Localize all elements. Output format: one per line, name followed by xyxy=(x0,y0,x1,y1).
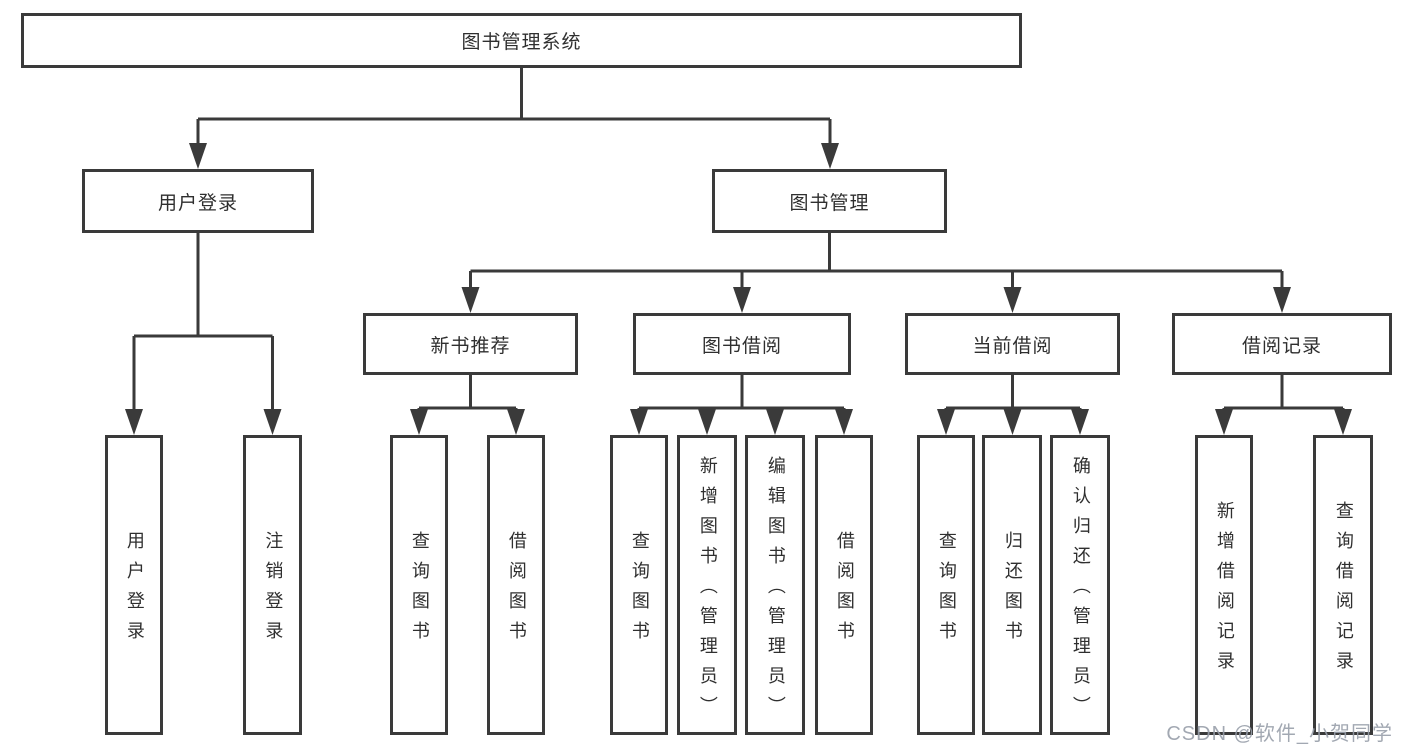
leaf-add-borrow-record-label: 新增借阅记录 xyxy=(1214,501,1235,681)
leaf-borrow-query-books: 查询图书 xyxy=(610,435,668,735)
node-new-book-recommend-label: 新书推荐 xyxy=(430,335,511,357)
node-user-login: 用户登录 xyxy=(82,169,314,233)
leaf-query-borrow-record: 查询借阅记录 xyxy=(1313,435,1373,735)
connectors-new-book xyxy=(410,375,525,435)
leaf-user-login-label: 用户登录 xyxy=(124,531,145,651)
leaf-user-login: 用户登录 xyxy=(105,435,163,735)
node-book-borrow: 图书借阅 xyxy=(633,313,851,375)
node-new-book-recommend: 新书推荐 xyxy=(363,313,578,375)
leaf-recommend-borrow-books-label: 借阅图书 xyxy=(506,531,527,651)
node-user-login-label: 用户登录 xyxy=(157,192,238,214)
leaf-recommend-query-books: 查询图书 xyxy=(390,435,448,735)
leaf-add-borrow-record: 新增借阅记录 xyxy=(1195,435,1253,735)
connectors-root xyxy=(189,68,839,169)
node-book-management: 图书管理 xyxy=(712,169,947,233)
leaf-edit-books-admin-label: 编辑图书（管理员） xyxy=(765,456,786,726)
node-current-borrow: 当前借阅 xyxy=(905,313,1120,375)
leaf-current-query-books-label: 查询图书 xyxy=(936,531,957,651)
connectors-user-login xyxy=(125,233,282,435)
leaf-add-books-admin: 新增图书（管理员） xyxy=(677,435,737,735)
connectors-borrow-records xyxy=(1215,375,1352,435)
leaf-borrow-books: 借阅图书 xyxy=(815,435,873,735)
leaf-borrow-query-books-label: 查询图书 xyxy=(629,531,650,651)
node-borrow-records-label: 借阅记录 xyxy=(1241,335,1322,357)
node-root-label: 图书管理系统 xyxy=(461,32,582,53)
leaf-confirm-return-admin-label: 确认归还（管理员） xyxy=(1070,456,1091,726)
leaf-edit-books-admin: 编辑图书（管理员） xyxy=(745,435,805,735)
csdn-watermark: CSDN @软件_小贺同学 xyxy=(1166,723,1393,745)
leaf-current-query-books: 查询图书 xyxy=(917,435,975,735)
leaf-logout: 注销登录 xyxy=(243,435,302,735)
connectors-book-borrow xyxy=(630,375,853,435)
node-book-borrow-label: 图书借阅 xyxy=(701,335,782,357)
leaf-add-books-admin-label: 新增图书（管理员） xyxy=(697,456,718,726)
leaf-query-borrow-record-label: 查询借阅记录 xyxy=(1333,501,1354,681)
connectors-current-borrow xyxy=(937,375,1089,435)
connectors-book-management xyxy=(461,233,1291,313)
leaf-borrow-books-label: 借阅图书 xyxy=(834,531,855,651)
node-book-management-label: 图书管理 xyxy=(789,192,870,214)
leaf-confirm-return-admin: 确认归还（管理员） xyxy=(1050,435,1110,735)
leaf-return-books: 归还图书 xyxy=(982,435,1042,735)
node-root-system: 图书管理系统 xyxy=(21,13,1022,68)
leaf-logout-label: 注销登录 xyxy=(263,531,284,651)
leaf-return-books-label: 归还图书 xyxy=(1002,531,1023,651)
node-current-borrow-label: 当前借阅 xyxy=(972,335,1053,357)
leaf-recommend-query-books-label: 查询图书 xyxy=(409,531,430,651)
leaf-recommend-borrow-books: 借阅图书 xyxy=(487,435,545,735)
node-borrow-records: 借阅记录 xyxy=(1172,313,1392,375)
